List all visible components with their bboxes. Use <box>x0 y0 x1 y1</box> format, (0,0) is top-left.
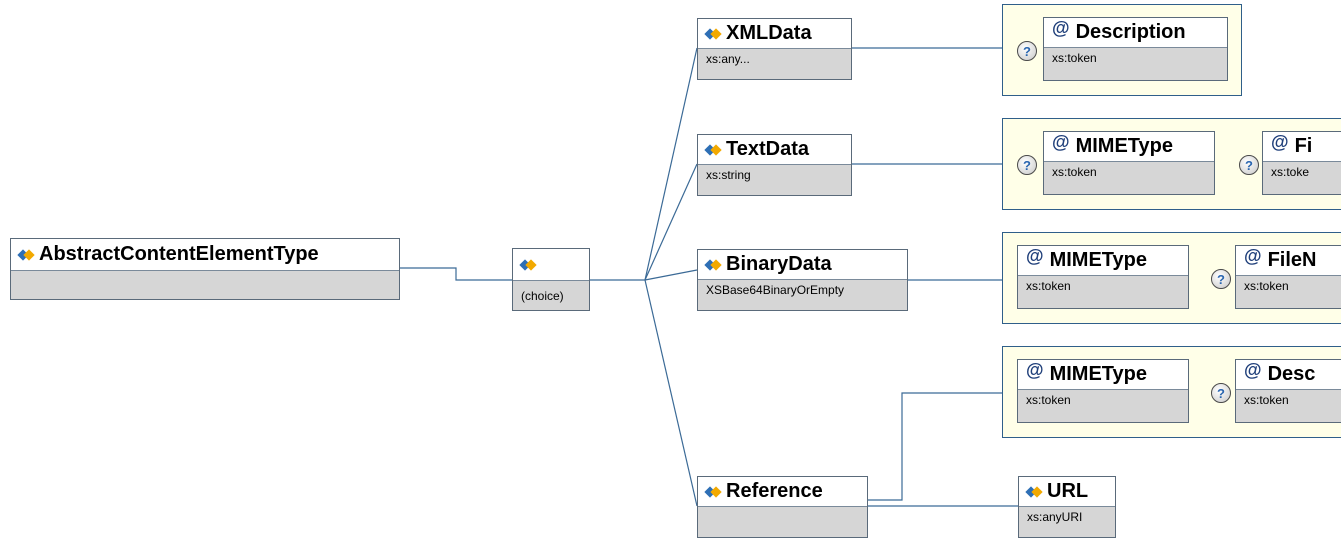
element-textdata[interactable]: TextData xs:string <box>697 134 852 196</box>
element-type: xs:anyURI <box>1027 510 1083 524</box>
attribute-name: Desc <box>1267 363 1316 385</box>
attribute-type: xs:token <box>1052 165 1097 179</box>
attribute-mimetype[interactable]: @ MIMEType xs:token <box>1043 131 1215 195</box>
element-name: Reference <box>726 480 823 502</box>
attribute-name: Description <box>1075 21 1186 43</box>
attribute-type: xs:token <box>1026 393 1071 407</box>
element-icon <box>704 27 722 41</box>
element-icon <box>704 258 722 272</box>
attribute-filename[interactable]: @ FileN xs:token <box>1235 245 1341 309</box>
connector-reference-group <box>868 392 1002 501</box>
element-icon <box>704 143 722 157</box>
at-sign-icon: @ <box>1026 360 1044 380</box>
element-xmldata[interactable]: XMLData xs:any... <box>697 18 852 80</box>
at-sign-icon: @ <box>1026 246 1044 266</box>
element-icon <box>1025 485 1043 499</box>
optional-icon: ? <box>1239 155 1259 175</box>
attribute-type: xs:token <box>1026 279 1071 293</box>
attribute-type: xs:token <box>1244 393 1289 407</box>
connector-choice-binarydata <box>644 269 698 281</box>
connector-choice-xmldata <box>644 47 698 281</box>
at-sign-icon: @ <box>1052 132 1070 152</box>
element-name: XMLData <box>726 22 812 44</box>
element-url[interactable]: URL xs:anyURI <box>1018 476 1116 538</box>
attribute-group-binarydata: @ MIMEType xs:token ? @ FileN xs:token <box>1002 232 1341 324</box>
attribute-mimetype[interactable]: @ MIMEType xs:token <box>1017 245 1189 309</box>
attribute-type: xs:token <box>1244 279 1289 293</box>
optional-icon: ? <box>1017 155 1037 175</box>
attribute-group-reference: @ MIMEType xs:token ? @ Desc xs:token <box>1002 346 1341 438</box>
at-sign-icon: @ <box>1271 132 1289 152</box>
attribute-name: MIMEType <box>1049 363 1147 385</box>
element-name: URL <box>1047 480 1089 502</box>
element-icon <box>17 248 35 262</box>
at-sign-icon: @ <box>1244 246 1262 266</box>
element-binarydata[interactable]: BinaryData XSBase64BinaryOrEmpty <box>697 249 908 311</box>
at-sign-icon: @ <box>1244 360 1262 380</box>
element-type: xs:any... <box>706 52 750 66</box>
element-type: xs:string <box>706 168 751 182</box>
element-name: BinaryData <box>726 253 832 275</box>
attribute-group-textdata: ? @ MIMEType xs:token ? @ Fi xs:toke <box>1002 118 1341 210</box>
element-type: XSBase64BinaryOrEmpty <box>706 283 845 297</box>
element-reference[interactable]: Reference <box>697 476 868 538</box>
attribute-group-xmldata: ? @ Description xs:token <box>1002 4 1242 96</box>
attribute-name: FileN <box>1267 249 1317 271</box>
attribute-name: MIMEType <box>1075 135 1173 157</box>
connector-choice-textdata <box>644 163 698 281</box>
attribute-filename[interactable]: @ Fi xs:toke <box>1262 131 1341 195</box>
optional-icon: ? <box>1211 269 1231 289</box>
choice-compositor[interactable]: (choice) <box>512 248 590 311</box>
connector-root-choice <box>400 267 512 281</box>
attribute-name: Fi <box>1294 135 1313 157</box>
element-icon <box>519 258 537 272</box>
element-icon <box>704 485 722 499</box>
attribute-type: xs:token <box>1052 51 1097 65</box>
choice-label: (choice) <box>521 289 564 303</box>
element-abstractcontentelementtype[interactable]: AbstractContentElementType <box>10 238 400 300</box>
at-sign-icon: @ <box>1052 18 1070 38</box>
attribute-name: MIMEType <box>1049 249 1147 271</box>
connector-choice-reference <box>644 279 698 507</box>
attribute-description[interactable]: @ Description xs:token <box>1043 17 1228 81</box>
element-name: AbstractContentElementType <box>39 243 319 265</box>
element-type <box>698 507 867 510</box>
element-name: TextData <box>726 138 809 160</box>
attribute-mimetype[interactable]: @ MIMEType xs:token <box>1017 359 1189 423</box>
attribute-type: xs:toke <box>1271 165 1310 179</box>
optional-icon: ? <box>1211 383 1231 403</box>
optional-icon: ? <box>1017 41 1037 61</box>
attribute-description[interactable]: @ Desc xs:token <box>1235 359 1341 423</box>
